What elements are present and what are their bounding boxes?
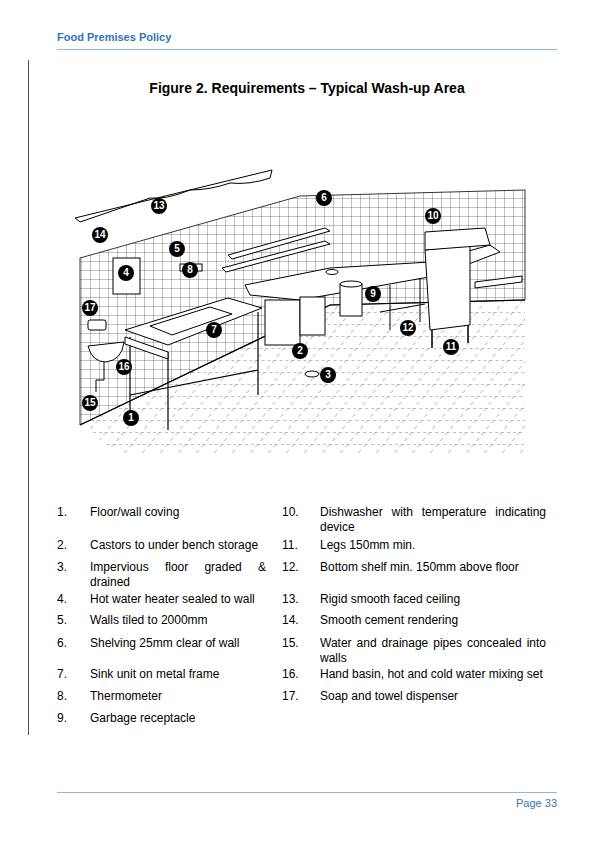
item-description: Hot water heater sealed to wall [90,592,266,607]
header-rule [57,49,557,50]
callout-number: 15 [82,395,98,411]
callout-number: 6 [316,190,332,206]
basin-pipe [96,362,104,392]
running-header: Food Premises Policy [57,31,171,43]
shelf [222,241,330,272]
callout-number: 17 [82,300,98,316]
callout-number: 7 [206,322,222,338]
ceiling [75,170,272,222]
item-number: 10. [282,505,299,520]
callout-number: 13 [151,198,167,214]
callout-number: 3 [320,367,336,383]
side-bench [475,276,522,288]
water-heater [113,258,140,294]
footer-rule [57,792,557,793]
margin-rule [28,60,29,735]
callout-number: 14 [92,227,108,243]
item-number: 16. [282,667,299,682]
page-number: Page 33 [457,797,557,809]
item-description: Legs 150mm min. [320,538,546,553]
item-number: 6. [57,636,67,651]
item-description: Shelving 25mm clear of wall [90,636,266,651]
dishwasher-hood [425,228,490,250]
item-number: 2. [57,538,67,553]
soap-dispenser [88,320,106,330]
hand-basin [88,342,124,362]
item-description: Hand basin, hot and cold water mixing se… [320,667,546,682]
sink-top [125,298,262,345]
floor-drain [305,371,319,377]
callout-number: 9 [365,286,381,302]
figure-title: Figure 2. Requirements – Typical Wash-up… [57,80,557,96]
item-number: 3. [57,560,67,575]
dishwasher [425,245,470,330]
storage-bin [300,297,325,335]
item-description: Castors to under bench storage [90,538,266,553]
callout-number: 8 [182,262,198,278]
garbage-lid [340,281,362,287]
item-description: Walls tiled to 2000mm [90,613,266,628]
callout-number: 11 [443,339,459,355]
item-description: Dishwasher with temperature indicating d… [320,505,546,535]
callout-number: 4 [118,265,134,281]
item-number: 8. [57,689,67,704]
item-description: Bottom shelf min. 150mm above floor [320,560,546,575]
callout-number: 1 [123,410,139,426]
callout-number: 2 [292,343,308,359]
item-description: Sink unit on metal frame [90,667,266,682]
callout-number: 10 [425,208,441,224]
garbage-bin [340,284,362,316]
item-description: Soap and towel dispenser [320,689,546,704]
item-description: Impervious floor graded & drained [90,560,266,590]
item-description: Floor/wall coving [90,505,266,520]
storage-bin [265,300,300,345]
bench-hole [326,270,338,275]
item-description: Smooth cement rendering [320,613,546,628]
item-number: 17. [282,689,299,704]
item-number: 12. [282,560,299,575]
item-number: 9. [57,711,67,726]
item-description: Thermometer [90,689,266,704]
item-number: 11. [282,538,298,553]
item-number: 13. [282,592,299,607]
item-description: Water and drainage pipes concealed into … [320,636,546,666]
callout-number: 12 [400,320,416,336]
item-number: 14. [282,613,299,628]
item-number: 15. [282,636,299,651]
item-description: Garbage receptacle [90,711,266,726]
item-number: 1. [57,505,67,520]
item-number: 7. [57,667,67,682]
callout-number: 5 [169,241,185,257]
item-description: Rigid smooth faced ceiling [320,592,546,607]
item-number: 5. [57,613,67,628]
item-number: 4. [57,592,67,607]
callout-number: 16 [116,359,132,375]
